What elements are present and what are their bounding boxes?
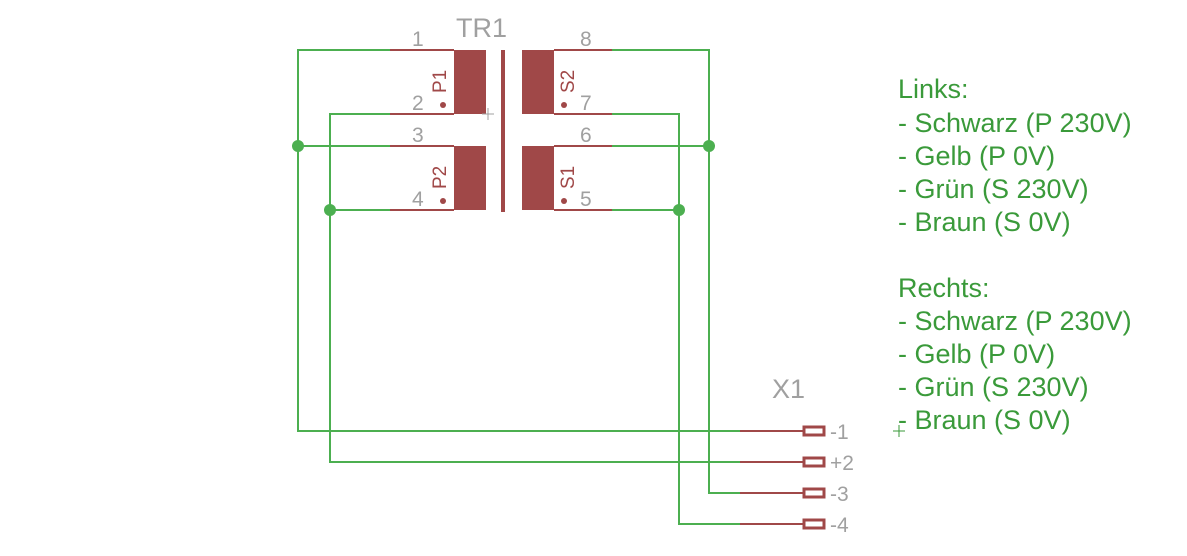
notes-line: - Schwarz (P 230V) — [898, 306, 1132, 336]
junction-dot — [703, 140, 715, 152]
pin-number: 5 — [580, 188, 592, 211]
winding-p2 — [454, 146, 486, 210]
junction-dot — [324, 204, 336, 216]
winding-s1 — [522, 146, 554, 210]
pin-number: 6 — [580, 124, 592, 147]
notes-line: - Grün (S 230V) — [898, 372, 1089, 402]
wires — [297, 49, 740, 525]
net-pin1 — [297, 49, 740, 432]
notes-line: - Braun (S 0V) — [898, 405, 1071, 435]
winding-s2 — [522, 50, 554, 114]
junction-dot — [292, 140, 304, 152]
notes-line: - Gelb (P 0V) — [898, 339, 1055, 369]
junction-dot — [673, 204, 685, 216]
winding-p1 — [454, 50, 486, 114]
winding-label-p1: P1 — [430, 70, 451, 93]
transformer-ref: TR1 — [456, 13, 507, 43]
notes-line: - Braun (S 0V) — [898, 207, 1071, 237]
pin-number: 3 — [412, 124, 424, 147]
connector-pin — [802, 425, 826, 437]
connector-pin-label: -3 — [830, 483, 849, 506]
polarity-dot — [561, 198, 567, 204]
pin-number: 4 — [412, 188, 424, 211]
connector-x1[interactable]: -1 +2 -3 -4 — [740, 421, 854, 537]
polarity-dot — [561, 102, 567, 108]
connector-ref: X1 — [772, 374, 805, 404]
transformer[interactable]: P1 P2 S2 S1 — [430, 50, 579, 212]
pin-number: 1 — [412, 28, 424, 51]
winding-label-p2: P2 — [430, 166, 451, 189]
connector-pin — [802, 518, 826, 530]
polarity-dot — [440, 198, 446, 204]
origin-cross — [482, 108, 494, 120]
transformer-core — [501, 50, 505, 212]
connector-pin-label: +2 — [830, 452, 854, 475]
notes-line: - Schwarz (P 230V) — [898, 108, 1132, 138]
pin-number: 2 — [412, 92, 424, 115]
winding-label-s2: S2 — [558, 70, 579, 93]
transformer-pin-numbers: 1 2 3 4 8 7 6 5 — [412, 28, 592, 211]
notes-line: - Gelb (P 0V) — [898, 141, 1055, 171]
notes-title-links: Links: — [898, 74, 969, 104]
connector-pin-label: -1 — [830, 421, 849, 444]
notes-title-rechts: Rechts: — [898, 273, 990, 303]
text-origin-cross — [893, 425, 905, 437]
winding-label-s1: S1 — [558, 166, 579, 189]
polarity-dot — [440, 102, 446, 108]
notes: Links: - Schwarz (P 230V) - Gelb (P 0V) … — [893, 74, 1132, 437]
pin-number: 8 — [580, 28, 592, 51]
net-pin8 — [612, 49, 740, 494]
net-pin2 — [329, 113, 740, 463]
connector-pin — [802, 456, 826, 468]
net-pin7 — [612, 113, 740, 525]
junctions — [292, 140, 715, 216]
connector-pin-label: -4 — [830, 514, 849, 537]
transformer-leads — [390, 49, 612, 211]
connector-pin — [802, 487, 826, 499]
pin-number: 7 — [580, 92, 592, 115]
notes-line: - Grün (S 230V) — [898, 174, 1089, 204]
